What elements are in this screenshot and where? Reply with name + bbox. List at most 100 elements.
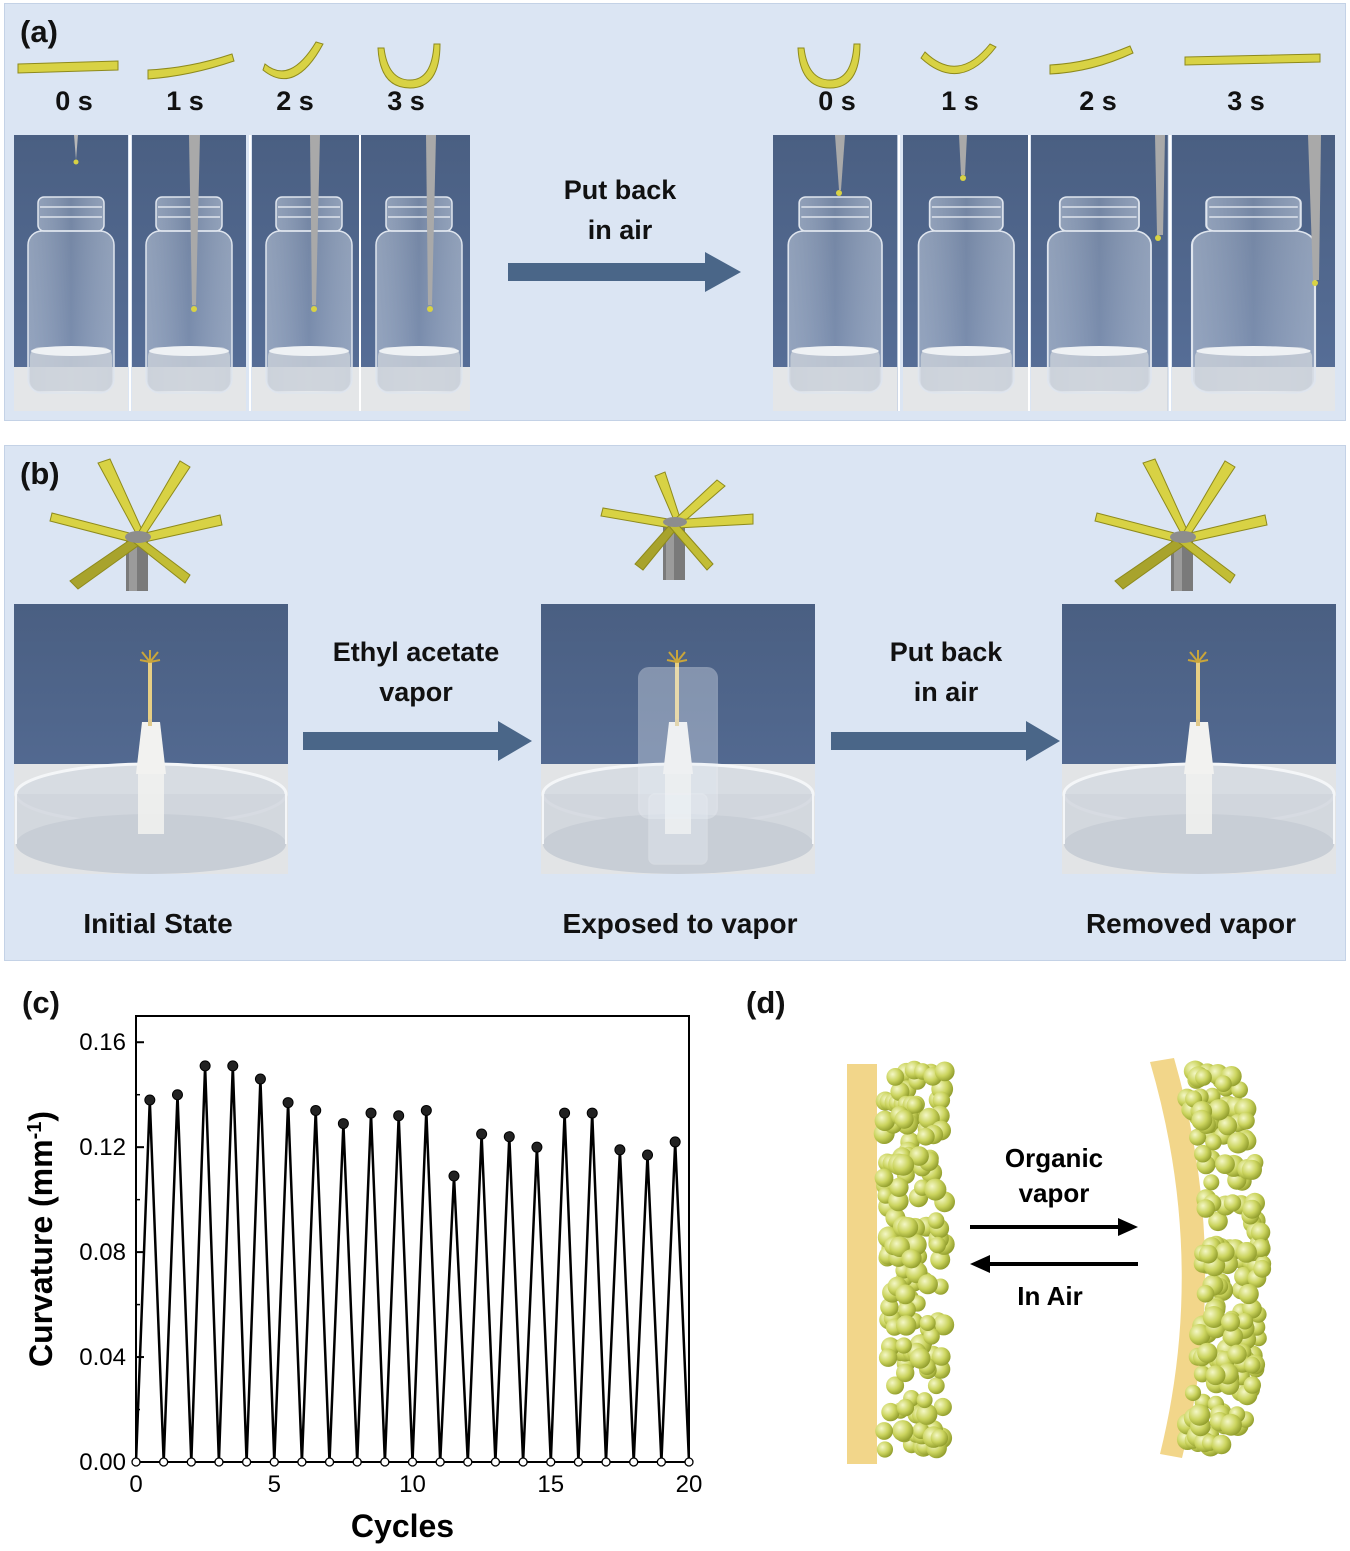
panel-c-label: (c) xyxy=(22,985,60,1020)
particle xyxy=(896,1315,917,1336)
caption-initial-state: Initial State xyxy=(83,908,233,939)
particle xyxy=(933,1397,952,1417)
peak-marker xyxy=(227,1060,239,1072)
particle xyxy=(1215,1154,1235,1174)
peak-marker xyxy=(310,1104,322,1116)
arrow-text-line: in air xyxy=(913,677,979,707)
panel-a-label: (a) xyxy=(20,14,58,49)
particle xyxy=(1184,1384,1202,1401)
y-tick-label: 0.00 xyxy=(79,1449,126,1476)
strip-flat-icon xyxy=(1184,53,1321,66)
panel-b-arrow1-text: Ethyl acetate vapor xyxy=(296,632,536,712)
caption-exposed: Exposed to vapor xyxy=(562,908,798,939)
arrow-text-line: vapor xyxy=(379,677,453,707)
x-tick-label: 20 xyxy=(676,1471,703,1498)
particle xyxy=(895,1337,912,1354)
particle xyxy=(875,1422,893,1440)
particle xyxy=(1211,1434,1232,1455)
peak-marker xyxy=(420,1104,432,1116)
particle xyxy=(881,1402,900,1422)
peak-marker xyxy=(503,1131,515,1143)
particle xyxy=(1196,1199,1216,1218)
particle xyxy=(1220,1413,1242,1436)
particle xyxy=(874,1168,894,1188)
valley-marker xyxy=(463,1457,473,1467)
peak-marker xyxy=(669,1136,681,1148)
particle xyxy=(886,1376,905,1395)
dish-photo-removed xyxy=(1062,604,1336,874)
peak-marker xyxy=(476,1128,488,1140)
particle xyxy=(1238,1283,1259,1305)
valley-marker xyxy=(241,1457,252,1467)
panel-a-strip-icons-right xyxy=(797,43,1321,89)
particle xyxy=(1194,1144,1212,1163)
y-tick-label: 0.08 xyxy=(79,1239,126,1266)
particle xyxy=(919,1315,936,1331)
particle xyxy=(929,1236,946,1254)
particle xyxy=(927,1377,945,1395)
panel-d-label: (d) xyxy=(746,985,786,1020)
valley-marker xyxy=(324,1457,335,1467)
particle xyxy=(1189,1128,1207,1146)
particle xyxy=(874,1110,895,1131)
particle xyxy=(1208,1211,1228,1232)
time-label: 1 s xyxy=(166,86,204,116)
panel-b-arrow2 xyxy=(831,721,1060,761)
particle xyxy=(932,1347,951,1366)
particle xyxy=(1222,1326,1244,1347)
arrow-text-line: Put back xyxy=(889,637,1003,667)
particle xyxy=(895,1284,916,1305)
strip-bend-icon xyxy=(920,43,997,75)
particle xyxy=(894,1109,914,1129)
peak-marker xyxy=(531,1141,543,1153)
particle xyxy=(1241,1159,1262,1180)
particle xyxy=(1208,1099,1230,1121)
particle xyxy=(1253,1259,1272,1278)
valley-marker xyxy=(380,1457,390,1467)
particle xyxy=(917,1274,938,1295)
particle-film-diagram: Organic vapor In Air xyxy=(847,1058,1272,1464)
panel-b-label: (b) xyxy=(20,456,60,491)
particle xyxy=(1217,1116,1238,1136)
peak-marker xyxy=(144,1094,156,1106)
panel-a-arrow-text: Put back in air xyxy=(520,170,720,250)
particle xyxy=(876,1441,893,1458)
particle xyxy=(1203,1174,1220,1191)
peak-marker xyxy=(586,1107,598,1119)
y-tick-label: 0.16 xyxy=(79,1029,126,1056)
y-axis-label: Curvature (mm-1) xyxy=(23,1111,59,1367)
y-tick-label: 0.04 xyxy=(79,1344,126,1371)
valley-marker xyxy=(158,1457,169,1467)
particle xyxy=(909,1348,931,1369)
time-label: 2 s xyxy=(276,86,314,116)
peak-marker xyxy=(365,1107,377,1119)
particle xyxy=(1195,1069,1212,1086)
particle xyxy=(1237,1112,1255,1130)
panel-b-arrow2-text: Put back in air xyxy=(826,632,1066,712)
valley-marker xyxy=(214,1457,224,1467)
peak-marker xyxy=(614,1144,626,1156)
particle xyxy=(892,1154,915,1176)
peak-marker xyxy=(254,1073,266,1085)
particle xyxy=(923,1328,940,1345)
peak-marker xyxy=(171,1089,183,1101)
time-label: 2 s xyxy=(1079,86,1117,116)
valley-marker xyxy=(490,1457,501,1467)
particle xyxy=(932,1091,951,1109)
panel-b-arrow1 xyxy=(303,721,532,761)
x-tick-label: 5 xyxy=(268,1471,281,1498)
vial-photo-strip-right xyxy=(773,135,1335,411)
time-label: 3 s xyxy=(1227,86,1265,116)
particle xyxy=(1188,1404,1211,1426)
particle xyxy=(1191,1109,1213,1131)
valley-marker xyxy=(186,1457,196,1467)
flat-film xyxy=(847,1064,877,1464)
particle xyxy=(889,1177,909,1197)
particle xyxy=(1202,1306,1225,1328)
x-axis-label: Cycles xyxy=(351,1508,454,1544)
particle xyxy=(916,1392,933,1409)
peak-marker xyxy=(199,1060,211,1072)
peak-marker xyxy=(642,1149,654,1161)
particle xyxy=(1227,1131,1249,1154)
